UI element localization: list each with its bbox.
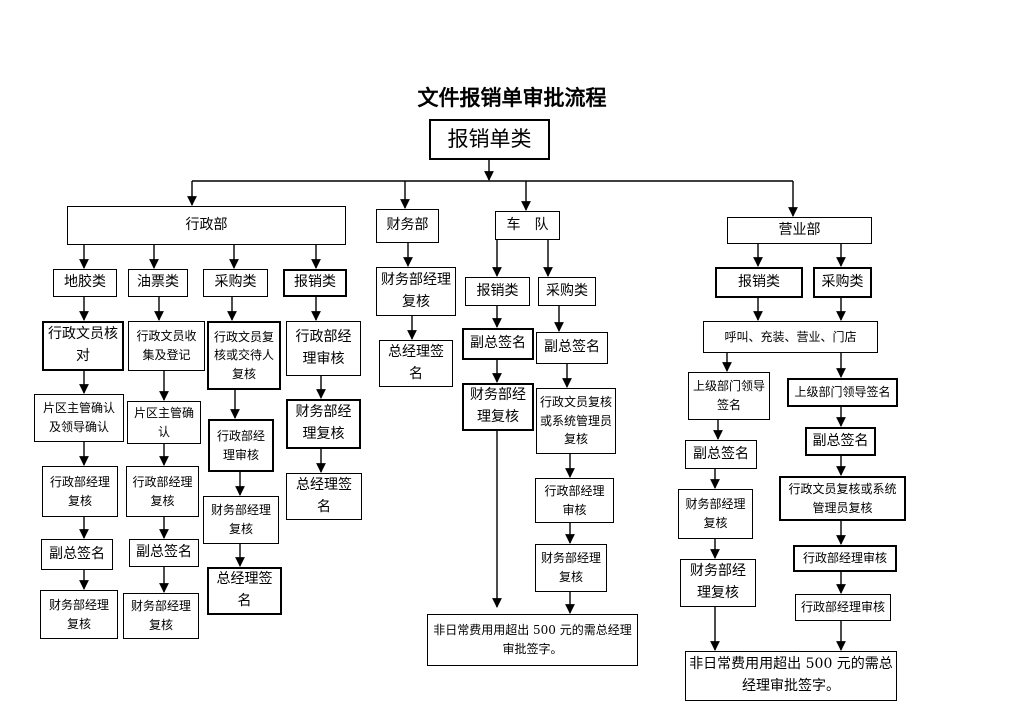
dept-admin: 行政部 (67, 206, 346, 245)
sales-left-step: 上级部门领导签名 (688, 372, 770, 420)
dept-finance: 财务部 (376, 209, 439, 243)
sales-right-step: 副总签名 (805, 427, 876, 456)
admin-fuel-step: 副总签名 (129, 539, 199, 567)
admin-purchase-head: 采购类 (203, 269, 268, 297)
fleet-purchase-head: 采购类 (538, 277, 596, 306)
root-box: 报销单类 (429, 119, 550, 160)
admin-fuel-step: 行政文员收集及登记 (128, 321, 205, 371)
fleet-purchase-step: 副总签名 (536, 332, 608, 364)
sales-expense-head: 报销类 (715, 267, 803, 298)
admin-expense-step: 行政部经理审核 (286, 321, 361, 376)
admin-purchase-step: 行政部经理审核 (208, 419, 274, 472)
fleet-note: 非日常费用用超出 500 元的需总经理审批签字。 (427, 614, 638, 666)
fleet-purchase-step: 行政部经理审核 (535, 478, 614, 523)
admin-floor-step: 片区主管确认及领导确认 (34, 394, 124, 442)
sales-right-step: 行政文员复核或系统管理员复核 (779, 476, 906, 521)
fleet-purchase-step: 行政文员复核或系统管理员复核 (536, 388, 616, 454)
admin-expense-step: 总经理签名 (286, 473, 362, 520)
fleet-purchase-step: 财务部经理复核 (535, 544, 607, 592)
dept-sales: 营业部 (727, 217, 872, 244)
sales-left-step: 财务部经理复核 (678, 489, 753, 539)
admin-purchase-step: 行政文员复核或交待人复核 (207, 321, 281, 390)
admin-purchase-step: 总经理签名 (207, 567, 282, 615)
sales-note: 非日常费用用超出 500 元的需总经理审批签字。 (685, 651, 897, 701)
sales-right-step: 行政部经理审核 (795, 594, 891, 621)
admin-fuel-step: 财务部经理复核 (123, 593, 199, 639)
admin-floor-step: 行政文员核对 (42, 321, 124, 371)
admin-fuel-step: 片区主管确认 (127, 401, 201, 444)
admin-purchase-step: 财务部经理复核 (203, 496, 279, 544)
fleet-expense-step: 副总签名 (462, 328, 534, 360)
admin-expense-head: 报销类 (283, 269, 347, 297)
admin-floor-head: 地胶类 (53, 269, 117, 297)
sales-left-step: 财务部经理复核 (680, 559, 756, 607)
sales-merge: 呼叫、充装、营业、门店 (703, 321, 878, 353)
fleet-expense-head: 报销类 (465, 277, 530, 306)
admin-floor-step: 副总签名 (41, 539, 113, 570)
finance-step: 总经理签名 (379, 340, 453, 387)
sales-left-step: 副总签名 (685, 440, 757, 469)
diagram-title: 文件报销单审批流程 (417, 85, 607, 110)
admin-fuel-step: 行政部经理复核 (126, 466, 199, 517)
sales-right-step: 上级部门领导签名 (787, 378, 898, 407)
admin-floor-step: 行政部经理复核 (42, 466, 118, 517)
sales-purchase-head: 采购类 (813, 267, 872, 298)
fleet-expense-step: 财务部经理复核 (462, 383, 534, 431)
admin-fuel-head: 油票类 (128, 269, 188, 297)
admin-floor-step: 财务部经理复核 (40, 590, 118, 639)
dept-fleet: 车 队 (495, 211, 560, 240)
admin-expense-step: 财务部经理复核 (286, 399, 361, 449)
finance-step: 财务部经理复核 (376, 267, 456, 316)
sales-right-step: 行政部经理审核 (793, 545, 897, 572)
